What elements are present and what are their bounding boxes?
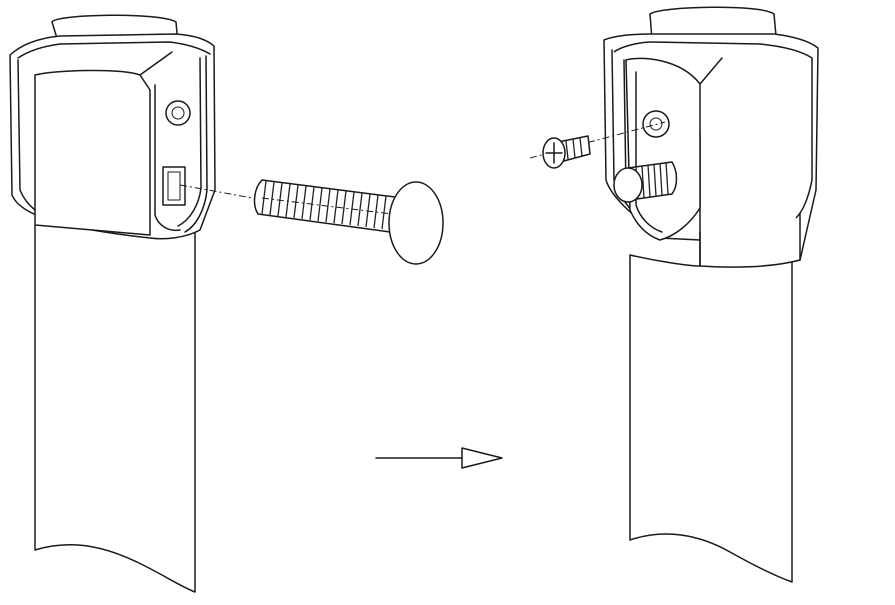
round-hole-icon [165,100,191,126]
cap-bracket-right [603,6,819,268]
cap-bracket-left [9,14,216,240]
right-assembly [529,6,819,583]
bolt-head-icon [388,181,444,265]
inserted-bolt [613,161,678,203]
carriage-bolt [253,179,444,265]
arrow-right-icon [375,447,503,469]
tube-left [34,225,196,593]
square-hole-icon [162,166,186,206]
phillips-screw [542,135,591,169]
left-assembly [9,14,444,593]
tube-right [629,255,793,583]
